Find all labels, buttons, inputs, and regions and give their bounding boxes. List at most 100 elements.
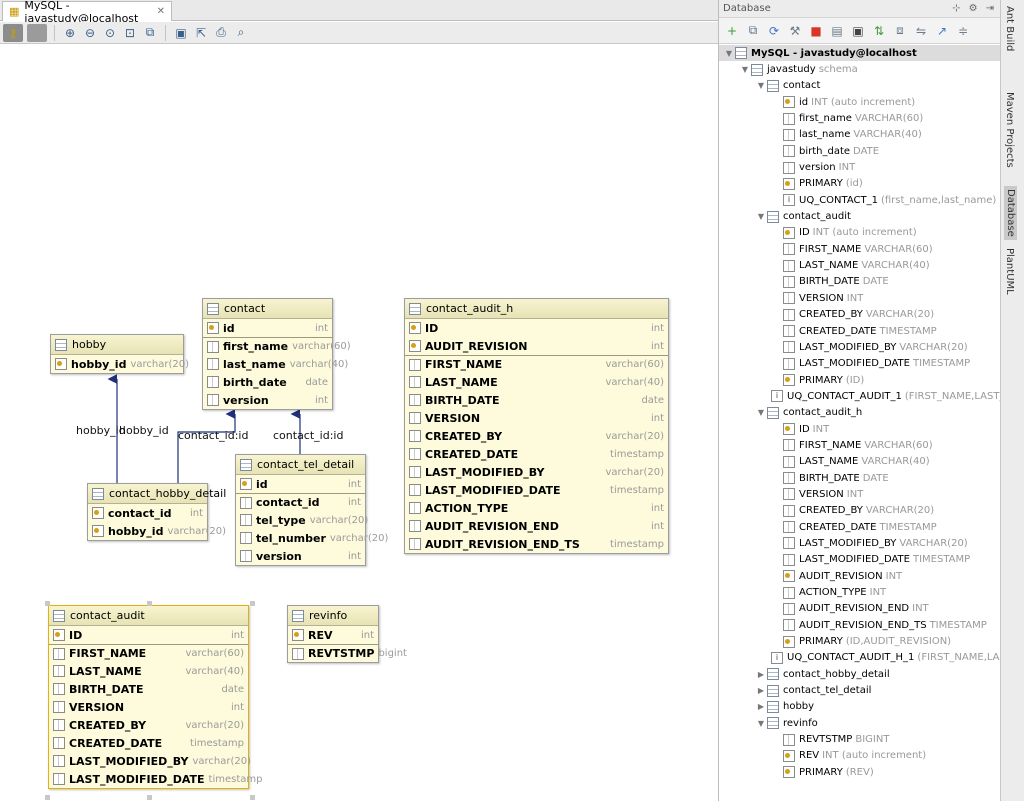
diagram-icon[interactable]: ⧈: [896, 23, 904, 37]
chevron-down-icon[interactable]: ▼: [757, 718, 765, 728]
chevron-right-icon[interactable]: ▶: [757, 686, 765, 696]
zoom-in-icon[interactable]: ⊕: [64, 25, 76, 40]
fit-content-icon[interactable]: ⊡: [124, 25, 136, 40]
selection-handle[interactable]: [147, 795, 152, 800]
properties-icon[interactable]: ⚒: [789, 23, 801, 38]
settings-icon[interactable]: ⚙: [968, 3, 978, 14]
print-icon[interactable]: ⎙: [216, 25, 226, 39]
tree-node[interactable]: ▼contact_audit_h: [719, 405, 1001, 421]
export-icon[interactable]: ⇱: [195, 25, 207, 40]
hide-icon[interactable]: ⇥: [985, 3, 994, 14]
tree-node[interactable]: ▼contact_audit: [719, 208, 1001, 224]
tree-node[interactable]: ▼MySQL - javastudy@localhost: [719, 45, 1001, 62]
tree-node[interactable]: ▼revinfo: [719, 715, 1001, 731]
chevron-right-icon[interactable]: ▶: [757, 702, 765, 712]
side-tab-database[interactable]: Database: [1004, 186, 1017, 240]
stop-icon[interactable]: ■: [810, 23, 822, 38]
collapse-icon[interactable]: ≑: [957, 23, 969, 38]
chevron-down-icon[interactable]: ▼: [757, 81, 765, 91]
add-icon[interactable]: +: [726, 23, 738, 38]
selection-handle[interactable]: [250, 601, 255, 606]
editor-tab[interactable]: ▦ MySQL - javastudy@localhost ✕: [2, 0, 172, 25]
print-preview-icon[interactable]: ⌕: [237, 25, 245, 39]
tree-node[interactable]: PRIMARY(REV): [719, 764, 1001, 780]
chevron-down-icon[interactable]: ▼: [757, 212, 765, 222]
sync-icon[interactable]: ⇅: [873, 23, 885, 38]
console-icon[interactable]: ▣: [852, 23, 864, 38]
tree-node[interactable]: iUQ_CONTACT_AUDIT_H_1(FIRST_NAME,LAST_NA…: [719, 650, 1001, 666]
zoom-out-icon[interactable]: ⊖: [84, 25, 96, 40]
side-tab-plantuml[interactable]: PlantUML: [1004, 248, 1015, 295]
tree-node[interactable]: ▼contact: [719, 78, 1001, 94]
columns-icon[interactable]: [27, 23, 47, 42]
selection-handle[interactable]: [147, 601, 152, 606]
tree-node[interactable]: iUQ_CONTACT_AUDIT_1(FIRST_NAME,LAST_NAME…: [719, 388, 1001, 404]
selection-handle[interactable]: [45, 795, 50, 800]
refresh-icon[interactable]: ⟳: [768, 23, 780, 38]
chevron-right-icon[interactable]: ▶: [757, 669, 765, 679]
key-icon[interactable]: ⚷: [3, 23, 23, 42]
chevron-down-icon[interactable]: ▼: [757, 408, 765, 418]
chevron-down-icon[interactable]: ▼: [725, 48, 733, 58]
chevron-down-icon[interactable]: ▼: [741, 65, 749, 75]
layout-icon[interactable]: ⧉: [145, 25, 155, 39]
